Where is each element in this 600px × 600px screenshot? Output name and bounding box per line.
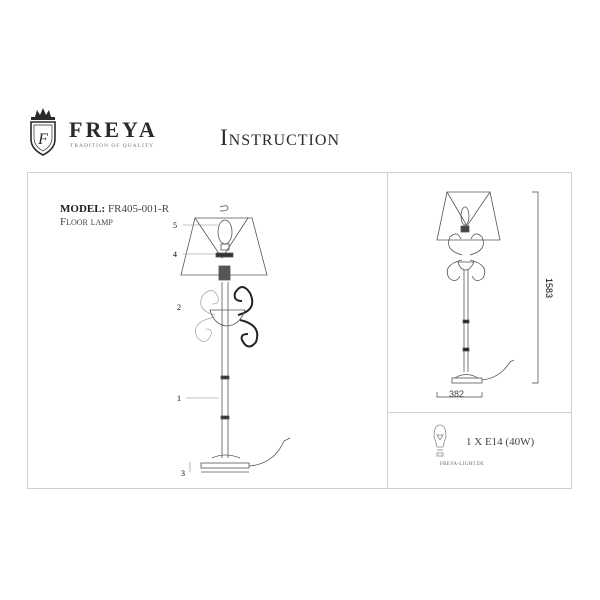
callout-5: 5	[173, 221, 177, 230]
model-info: MODEL: FR405-001-R Floor lamp	[60, 203, 169, 229]
website: FREYA-LIGHT.DE	[440, 462, 485, 467]
callout-1: 1	[177, 394, 181, 403]
crown-shield-icon: F	[30, 108, 56, 156]
bulb-spec: 1 X E14 (40W)	[466, 436, 535, 448]
exploded-lamp-diagram: 5 4 2 1 3	[173, 205, 291, 478]
svg-text:F: F	[37, 131, 48, 148]
callout-4: 4	[173, 250, 177, 259]
page-title: Instruction	[220, 125, 340, 150]
brand-tagline: TRADITION OF QUALITY	[70, 143, 155, 149]
content-frame	[27, 172, 572, 489]
horizontal-divider	[387, 412, 572, 413]
callout-2: 2	[177, 303, 181, 312]
light-bulb-icon	[433, 424, 447, 457]
vertical-divider	[387, 172, 388, 489]
brand-logo: F FREYA TRADITION OF QUALITY	[27, 107, 217, 157]
dimension-lamp-diagram: 1583	[436, 191, 554, 398]
brand-name: FREYA	[69, 117, 158, 142]
model-number: FR405-001-R	[107, 203, 170, 215]
height-dimension: 1583	[544, 278, 554, 298]
width-dimension: 382	[449, 389, 465, 399]
model-label: MODEL:	[60, 203, 106, 215]
callout-3: 3	[181, 469, 185, 478]
product-type: Floor lamp	[60, 216, 113, 228]
